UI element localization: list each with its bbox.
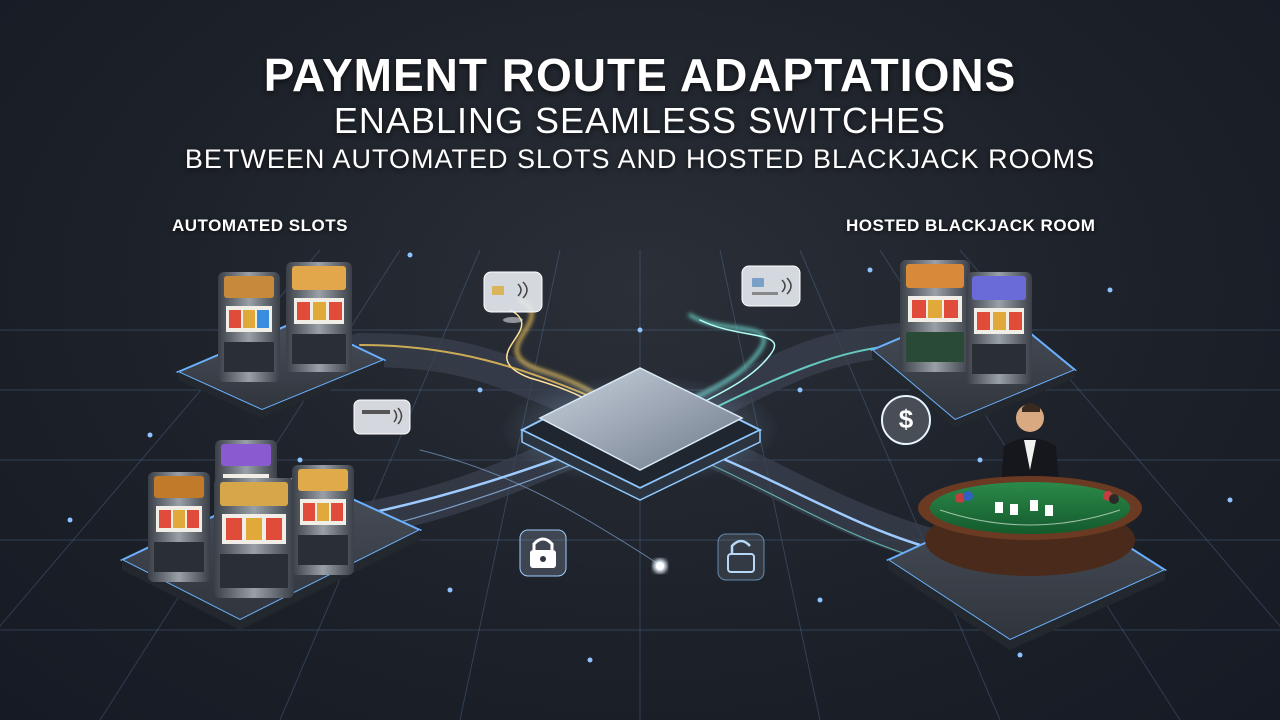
slot-machine xyxy=(218,272,280,382)
credit-card-icon xyxy=(353,399,411,435)
grid-nodes xyxy=(67,252,1233,663)
padlock-icon xyxy=(717,533,765,581)
slot-machine xyxy=(292,465,354,575)
credit-card-icon xyxy=(483,271,543,323)
slots-platform-bottom xyxy=(119,440,423,630)
blackjack-table xyxy=(918,476,1142,576)
dollar-icon xyxy=(881,395,931,445)
dollar-symbol: $ xyxy=(898,404,914,434)
slot-machine xyxy=(966,272,1032,384)
hosted-blackjack-label: Hosted Blackjack Room xyxy=(846,216,1096,235)
title-line-1: Payment Route Adaptations xyxy=(263,49,1017,101)
blackjack-platform xyxy=(885,403,1168,650)
slots-platform-right xyxy=(870,260,1077,428)
slots-platform-top xyxy=(175,262,387,418)
payment-hub xyxy=(500,367,780,501)
slot-machine xyxy=(214,478,294,598)
slot-machine xyxy=(148,472,210,582)
slot-machine xyxy=(286,262,352,372)
title-line-3: Between Automated Slots and Hosted Black… xyxy=(184,144,1096,174)
credit-card-icon xyxy=(741,265,801,307)
slot-machine xyxy=(900,260,970,372)
padlock-icon xyxy=(519,529,567,577)
automated-slots-label: Automated Slots xyxy=(172,216,348,235)
title-line-2: Enabling Seamless Switches xyxy=(333,100,947,141)
